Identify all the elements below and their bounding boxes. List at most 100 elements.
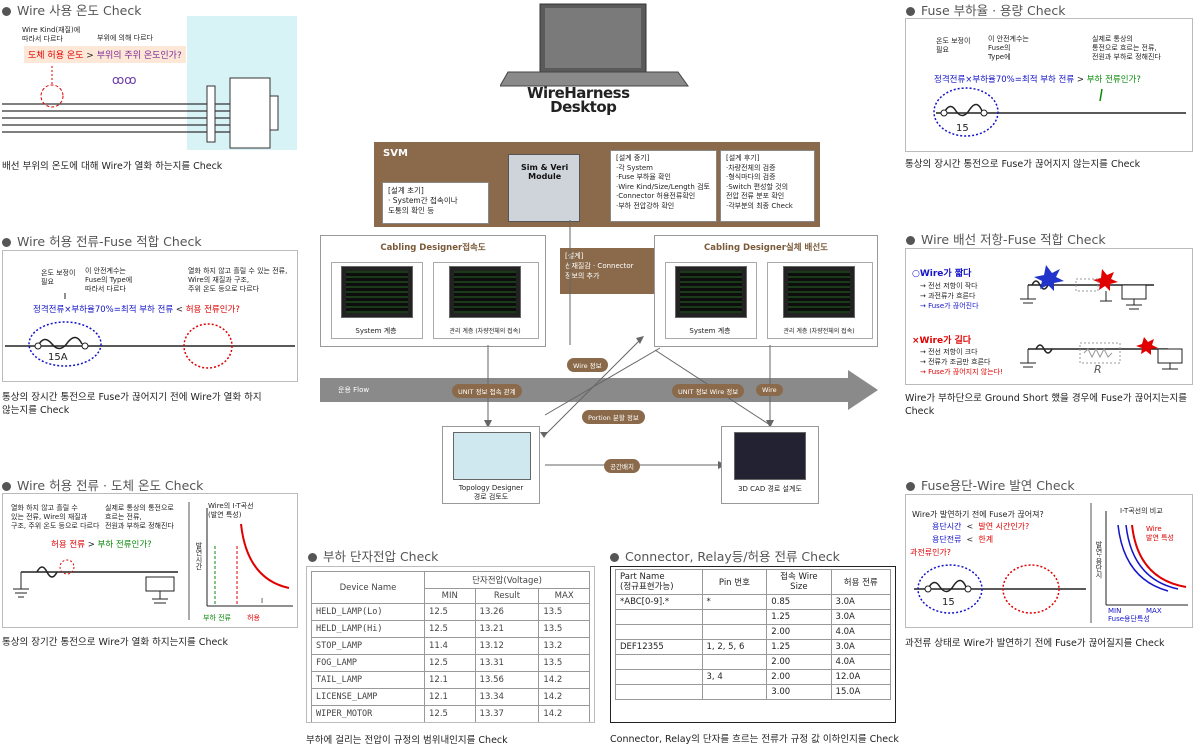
- pin-cell: 3, 4: [701, 669, 768, 685]
- note-allowable: 열화 하지 않고 흘릴 수 있는 전류,Wire의 재질과 구조,주위 온도 등…: [188, 267, 288, 293]
- management-layer-screen: [783, 266, 855, 318]
- system-layer-label: System 계층: [355, 327, 397, 335]
- legend-max: MAX: [1146, 607, 1162, 615]
- col-max: MAX: [538, 588, 590, 604]
- system-layer-screen: [675, 266, 747, 318]
- voltage-cell: 13.26: [474, 603, 540, 621]
- space-tag: 공간배치: [604, 459, 640, 473]
- fuse-smoke-graphic: [914, 503, 1188, 623]
- wire-size-cell: 2.00: [766, 669, 832, 685]
- fuse-wire-graphic: [5, 293, 295, 369]
- current-cell: 4.0A: [830, 624, 892, 640]
- voltage-cell: 13.37: [474, 705, 540, 722]
- voltage-cell: 11.4: [424, 637, 476, 655]
- caption-wire-temp: 배선 부위의 온도에 대해 Wire가 열화 하는지를 Check: [2, 161, 223, 172]
- section-title-wire-temp: Wire 사용 온도 Check: [2, 0, 142, 19]
- flow-tag-unit-connection: UNIT 정보 접속 관계: [452, 384, 522, 398]
- fuse-rating: 15: [942, 597, 955, 608]
- part-name-cell: [615, 624, 703, 640]
- formula: 도체 허용 온도 > 부위의 주위 온도인가?: [24, 46, 186, 63]
- section-title-wire-resistance: Wire 배선 저항-Fuse 적합 Check: [906, 229, 1106, 248]
- fuse-rating: 15: [956, 123, 969, 134]
- pin-cell: [701, 684, 768, 700]
- wire-harness-graphic: ꝏꝏ: [2, 66, 279, 149]
- topology-screen: [453, 432, 531, 480]
- resistance-label: R: [1094, 363, 1102, 376]
- wire-size-cell: 0.85: [766, 594, 832, 610]
- col-result: Result: [474, 588, 540, 604]
- current-cell: 3.0A: [830, 639, 892, 655]
- device-name-cell: HELD_LAMP(Hi): [311, 620, 425, 638]
- wire-info-tag: Wire 정보: [567, 358, 608, 372]
- caption-fuse-smoke: 과전류 상태로 Wire가 발연하기 전에 Fuse가 끊어질지를 Check: [905, 638, 1165, 649]
- bullet-icon: [308, 553, 317, 562]
- current-cell: 3.0A: [830, 609, 892, 625]
- device-name-cell: STOP_LAMP: [311, 637, 425, 655]
- section-title-fuse-load: Fuse 부하율 · 용량 Check: [906, 0, 1065, 19]
- note-location: 부위에 의해 다르다: [97, 34, 153, 42]
- portion-info-tag: Portion 분할 정보: [582, 410, 645, 424]
- fuse-graphic: [933, 87, 1186, 137]
- screen-frame: [331, 262, 423, 339]
- voltage-cell: 14.2: [538, 705, 590, 722]
- part-name-cell: [615, 609, 703, 625]
- cad-screen: [734, 432, 806, 480]
- flow-label: 운용 Flow: [338, 386, 370, 394]
- caption-connector: Connector, Relay의 단자를 흐르는 전류가 규정 값 이하인지를…: [610, 734, 899, 745]
- product-logo: WireHarness Desktop: [527, 84, 630, 116]
- voltage-cell: 13.31: [474, 654, 540, 672]
- device-name-cell: FOG_LAMP: [311, 654, 425, 672]
- voltage-cell: 13.12: [474, 637, 540, 655]
- cad-label: 3D CAD 경로 설계도: [738, 485, 802, 493]
- svm-late: [설계 후기] ·차량전체의 검증 ·형식마다의 검증 ·Switch 편성할 …: [720, 150, 815, 222]
- col-current: 허용 전류: [830, 569, 892, 595]
- wire-resistance-diagram: ○Wire가 짧다 → 전선 저항이 작다 → 과전류가 흐른다 → Fuse가…: [905, 248, 1193, 385]
- system-layer-label: System 계층: [689, 327, 731, 335]
- part-name-cell: [615, 669, 703, 685]
- design-note: [설계] 선재질감 · Connector 정보의 추가: [560, 248, 654, 294]
- col-device: Device Name: [311, 571, 425, 604]
- question-2: 용단시간 < 발연 시간인가?: [932, 522, 1030, 531]
- management-layer-label: 관리 계층 (차량전체의 접속): [783, 328, 855, 335]
- pin-cell: *: [701, 594, 768, 610]
- pin-cell: [701, 654, 768, 670]
- bullet-icon: [906, 482, 915, 491]
- cabling-right-box: Cabling Designer실체 배선도 System 계층 관리 계층 (…: [654, 235, 878, 347]
- screen-frame: [767, 262, 873, 339]
- voltage-cell: 12.5: [424, 620, 476, 638]
- short-wire-items: → 전선 저항이 작다 → 과전류가 흐른다 → Fuse가 끊어진다: [920, 282, 979, 310]
- flow-arrows: [320, 220, 878, 469]
- long-wire-items: → 전선 저항이 크다 → 전류가 조금만 흐른다 → Fuse가 끊어지지 않…: [920, 348, 1003, 376]
- voltage-cell: 13.56: [474, 671, 540, 689]
- voltage-table: Device Name 단자전압(Voltage) MIN Result MAX…: [311, 571, 590, 722]
- voltage-cell: 12.1: [424, 671, 476, 689]
- bullet-icon: [610, 553, 619, 562]
- part-name-cell: [615, 654, 703, 670]
- section-title-wire-fuse: Wire 허용 전류-Fuse 적합 Check: [2, 231, 202, 250]
- wire-size-cell: 1.25: [766, 609, 832, 625]
- wire-size-cell: 3.00: [766, 684, 832, 700]
- x-axis-label: I: [261, 597, 264, 605]
- caption-voltage: 부하에 걸리는 전압이 규정의 범위내인지를 Check: [306, 735, 508, 746]
- cabling-left-box: Cabling Designer접속도 System 계층 관리 계층 (차량전…: [320, 235, 546, 347]
- device-name-cell: WIPER_MOTOR: [311, 705, 425, 722]
- part-name-cell: *ABC[0-9].*: [615, 594, 703, 610]
- formula: 정격전류×부하율70%=최적 부하 전류 > 부하 전류인가?: [934, 75, 1141, 85]
